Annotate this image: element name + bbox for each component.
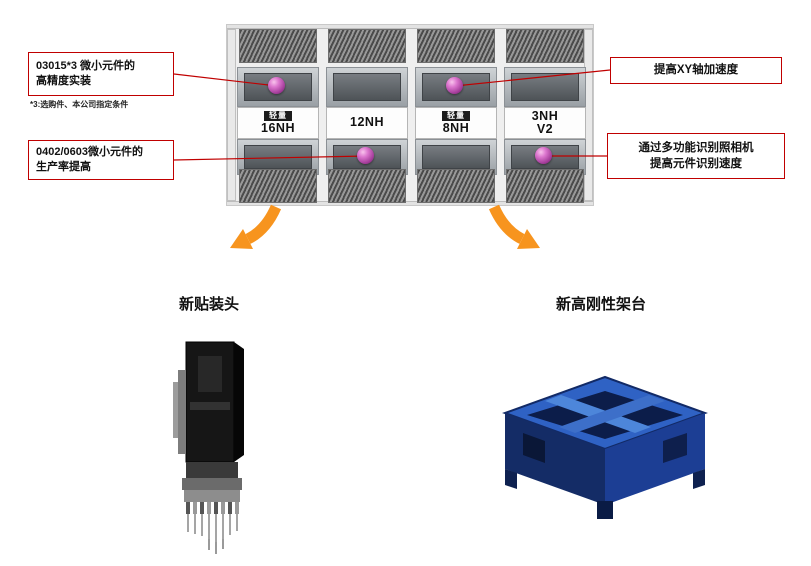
machine-module-16nh: 轻量 16NH: [237, 29, 319, 203]
callout-text: 0402/0603微小元件的: [36, 145, 143, 158]
down-right-arrowhead-icon: [517, 229, 540, 249]
feeder-hatch-bottom: [328, 169, 406, 203]
frame-foot-right: [693, 469, 705, 489]
feeder-hatch-bottom: [417, 169, 495, 203]
model-name: 16NH: [261, 121, 295, 136]
machine-assembly: 轻量 16NH 12NH 轻量 8NH: [226, 24, 594, 206]
frame-left-slot: [523, 433, 545, 463]
down-left-arrowhead-icon: [230, 229, 253, 249]
head-nozzles: [187, 514, 238, 542]
head-nozzle-holders: [186, 502, 239, 514]
machine-endcap-left: [227, 29, 236, 201]
module-label: 轻量 8NH: [415, 107, 497, 139]
machine-module-12nh: 12NH: [326, 29, 408, 203]
module-panel-inner: [422, 145, 490, 169]
machine-top-rail: [227, 25, 593, 29]
feeder-hatch-bottom: [506, 169, 584, 203]
section-title-mounting-head: 新贴装头: [178, 296, 239, 313]
frame-image: [502, 375, 708, 519]
head-nozzle-bar: [184, 490, 240, 502]
feeder-hatch-top: [506, 29, 584, 63]
callout-03015: 03015*3 微小元件的 高精度实装: [28, 52, 174, 96]
head-rail: [173, 382, 178, 438]
head-nozzle-tips: [208, 539, 224, 554]
feature-sphere-precision: [268, 77, 285, 94]
feeder-hatch-top: [328, 29, 406, 63]
module-panel-top: [504, 67, 586, 107]
lightweight-badge: 轻量: [264, 110, 292, 122]
down-right-arrow-icon: [488, 204, 525, 244]
callout-footnote: *3:选购件、本公司指定条件: [30, 100, 129, 109]
head-bracket: [178, 370, 186, 454]
feature-sphere-camera: [535, 147, 552, 164]
section-title-rigid-frame: 新高刚性架台: [555, 296, 646, 313]
model-name: 8NH: [442, 121, 470, 136]
feeder-hatch-top: [417, 29, 495, 63]
model-name-line2: V2: [536, 122, 554, 136]
feeder-hatch-bottom: [239, 169, 317, 203]
frame-foot-left: [505, 469, 517, 489]
module-label: 12NH: [326, 107, 408, 139]
callout-text: 03015*3 微小元件的: [36, 59, 136, 72]
module-panel-inner: [333, 73, 401, 101]
head-vent: [198, 356, 222, 392]
module-panel-inner: [244, 145, 312, 169]
frame-cross-beam-2: [559, 395, 665, 433]
head-lower-block: [186, 462, 238, 478]
lightweight-badge: 轻量: [442, 110, 470, 122]
frame-foot-center: [597, 501, 613, 519]
module-panel-top: [326, 67, 408, 107]
callout-text: 高精度实装: [36, 75, 91, 87]
feeder-hatch-top: [239, 29, 317, 63]
module-panel-inner: [511, 73, 579, 101]
module-label: 轻量 16NH: [237, 107, 319, 139]
down-left-arrow-icon: [245, 204, 282, 244]
model-name: 12NH: [350, 115, 384, 130]
mounting-head-image: [173, 341, 244, 554]
feature-sphere-productivity: [357, 147, 374, 164]
feature-sphere-xy: [446, 77, 463, 94]
callout-text: 提高XY轴加速度: [653, 64, 739, 77]
head-manifold: [182, 478, 242, 490]
head-slot: [190, 402, 230, 410]
callout-text: 提高元件识别速度: [650, 158, 742, 170]
frame-right-slot: [663, 433, 687, 463]
callout-recognition-camera: 通过多功能识别照相机 提高元件识别速度: [607, 133, 785, 179]
model-name-line1: 3NH: [531, 108, 559, 123]
callout-xy-acceleration: 提高XY轴加速度: [610, 57, 782, 84]
head-body-side: [234, 342, 244, 462]
callout-0402-0603: 0402/0603微小元件的 生产率提高: [28, 140, 174, 180]
machine-module-8nh: 轻量 8NH: [415, 29, 497, 203]
callout-text: 生产率提高: [36, 161, 91, 173]
machine-bottom-rail: [227, 201, 593, 205]
callout-text: 通过多功能识别照相机: [638, 141, 754, 154]
